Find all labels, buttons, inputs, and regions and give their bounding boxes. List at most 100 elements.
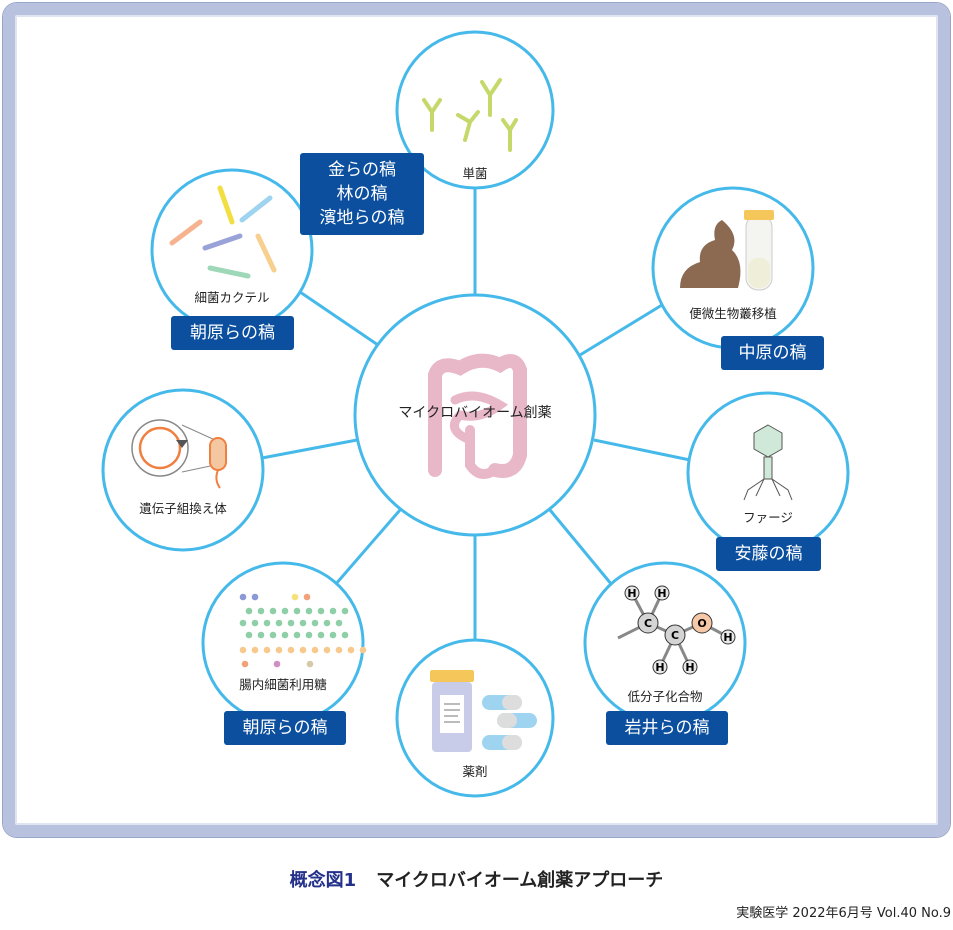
- node-label-gmo: 遺伝子組換え体: [139, 501, 227, 516]
- circle-cocktail: [150, 168, 314, 332]
- circle-sugar: [201, 561, 365, 725]
- circle-single: [395, 30, 555, 190]
- connectors: [261, 188, 691, 640]
- connector-cocktail: [299, 290, 379, 347]
- monosaccharide: [287, 646, 295, 654]
- diagram-graphics: H H C C O H H H: [101, 30, 850, 798]
- atom-C: [664, 624, 686, 646]
- ref-label-small: 岩井らの稿: [606, 711, 728, 745]
- monosaccharide: [329, 607, 337, 615]
- monosaccharide: [311, 646, 319, 654]
- atom-symbol: H: [655, 661, 664, 674]
- atom-C: [637, 612, 659, 634]
- monosaccharide: [347, 646, 355, 654]
- node-label-cocktail: 細菌カクテル: [194, 290, 270, 305]
- ref-label-sugar: 朝原らの稿: [224, 711, 346, 745]
- monosaccharide: [291, 593, 299, 601]
- monosaccharide: [293, 607, 301, 615]
- monosaccharide: [323, 619, 331, 627]
- atom-symbol: H: [723, 631, 732, 644]
- small-molecule-icon: H H C C O H H H: [617, 585, 736, 675]
- atom-symbol: H: [685, 661, 694, 674]
- atom-H: [654, 585, 670, 601]
- monosaccharide: [305, 607, 313, 615]
- monosaccharide: [245, 607, 253, 615]
- sugar-chains-icon: [239, 593, 367, 668]
- phage-icon: [743, 424, 793, 501]
- connector-small: [548, 509, 614, 586]
- ref-label-cocktail: 朝原らの稿: [171, 316, 294, 350]
- monosaccharide: [311, 619, 319, 627]
- monosaccharide: [317, 607, 325, 615]
- atom-symbol: C: [671, 629, 679, 642]
- yeast-icon: [422, 78, 518, 152]
- monosaccharide: [317, 631, 325, 639]
- source-citation: 実験医学 2022年6月号 Vol.40 No.9: [736, 906, 951, 921]
- monosaccharide: [287, 619, 295, 627]
- atom-symbol: H: [627, 587, 636, 600]
- monosaccharide: [281, 607, 289, 615]
- atom-O: [691, 612, 713, 634]
- atom-H: [720, 629, 736, 645]
- monosaccharide: [241, 660, 249, 668]
- figure-title: マイクロバイオーム創薬アプローチ: [376, 870, 664, 891]
- node-label-fmt: 便微生物叢移植: [689, 306, 777, 321]
- monosaccharide: [359, 646, 367, 654]
- atom-symbol: O: [697, 617, 706, 630]
- connector-phage: [593, 438, 691, 462]
- atom-H: [682, 659, 698, 675]
- monosaccharide: [239, 619, 247, 627]
- monosaccharide: [305, 631, 313, 639]
- monosaccharide: [245, 631, 253, 639]
- monosaccharide: [275, 646, 283, 654]
- intestine-icon: [428, 353, 527, 479]
- diagram-frame: [3, 3, 950, 837]
- recombinant-bacterium-icon: [131, 419, 227, 489]
- monosaccharide: [251, 619, 259, 627]
- monosaccharide: [341, 631, 349, 639]
- ref-label-single: 金らの稿 林の稿 濱地らの稿: [300, 153, 424, 235]
- center-label: マイクロバイオーム創薬: [398, 405, 552, 421]
- node-label-phage: ファージ: [743, 510, 793, 525]
- monosaccharide: [299, 646, 307, 654]
- monosaccharide: [251, 646, 259, 654]
- circle-gmo: [101, 388, 265, 552]
- monosaccharide: [299, 619, 307, 627]
- ref-line: 濱地らの稿: [319, 208, 405, 228]
- monosaccharide: [329, 631, 337, 639]
- monosaccharide: [239, 593, 247, 601]
- monosaccharide: [335, 646, 343, 654]
- node-label-drug: 薬剤: [462, 764, 488, 779]
- monosaccharide: [275, 619, 283, 627]
- drug-bottle-and-capsules-icon: [430, 670, 537, 752]
- bacteria-cocktail-icon: [169, 185, 277, 279]
- monosaccharide: [257, 631, 265, 639]
- monosaccharide: [323, 646, 331, 654]
- connector-gmo: [261, 438, 358, 460]
- node-label-sugar: 腸内細菌利用糖: [239, 677, 327, 692]
- atom-H: [624, 585, 640, 601]
- monosaccharide: [273, 660, 281, 668]
- monosaccharide: [263, 619, 271, 627]
- atom-symbol: H: [657, 587, 666, 600]
- monosaccharide: [269, 607, 277, 615]
- monosaccharide: [251, 593, 259, 601]
- monosaccharide: [335, 619, 343, 627]
- monosaccharide: [341, 607, 349, 615]
- figure-caption: 概念図1 マイクロバイオーム創薬アプローチ: [0, 866, 953, 892]
- stool-and-tube-icon: [680, 210, 774, 291]
- connector-fmt: [579, 303, 663, 357]
- monosaccharide: [293, 631, 301, 639]
- connector-sugar: [333, 509, 402, 586]
- node-label-single: 単菌: [462, 166, 488, 181]
- monosaccharide: [239, 646, 247, 654]
- monosaccharide: [281, 631, 289, 639]
- figure-number: 概念図1: [289, 870, 357, 891]
- ref-line: 林の稿: [336, 184, 388, 204]
- node-label-small: 低分子化合物: [627, 689, 703, 704]
- atom-symbol: C: [644, 617, 652, 630]
- atom-H: [652, 659, 668, 675]
- monosaccharide: [257, 607, 265, 615]
- monosaccharide: [263, 646, 271, 654]
- monosaccharide: [303, 593, 311, 601]
